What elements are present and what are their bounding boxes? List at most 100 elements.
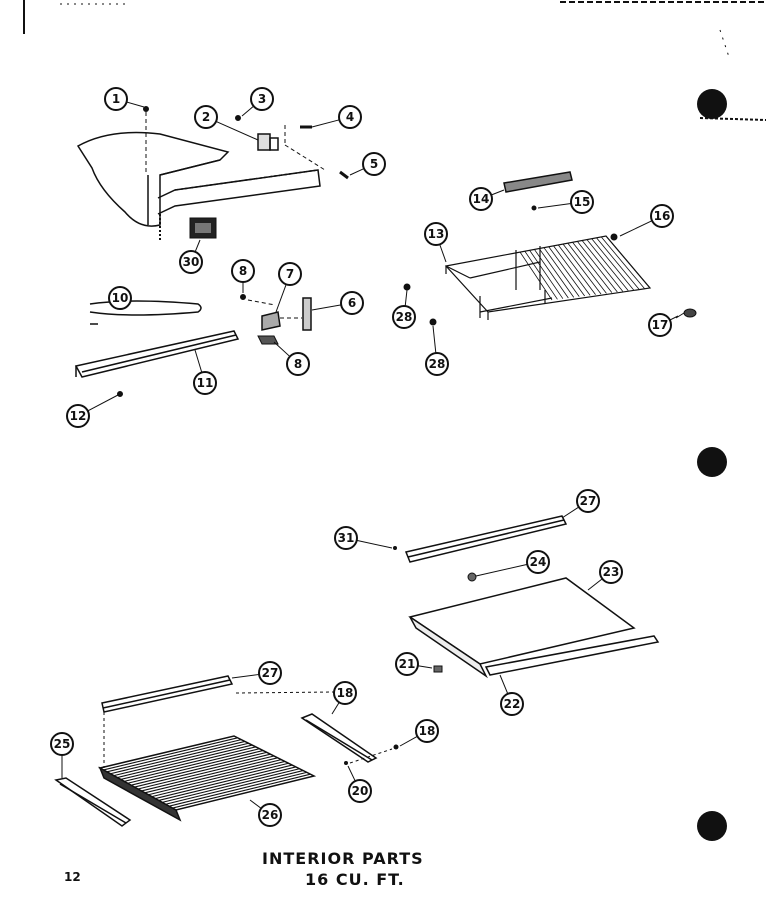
callout-10: 10 [108,286,132,310]
callout-number: 5 [370,157,378,171]
callout-balloon [424,222,448,246]
wire-rod [557,244,596,295]
callout-2: 2 [194,105,218,129]
callout-number: 25 [54,737,71,751]
callout-26: 26 [258,803,282,827]
callout-balloon [392,305,416,329]
callout-16: 16 [650,204,674,228]
callout-balloon [333,681,357,705]
leader-line [249,799,262,809]
callout-20: 20 [348,779,372,803]
callout-balloon [108,286,132,310]
callout-number: 13 [428,227,445,241]
callout-number: 26 [262,808,279,822]
callout-balloon [425,352,449,376]
cabinet-corner-part [76,131,230,227]
tray-rib [113,742,249,777]
callout-balloon [231,259,255,283]
tray-rib [148,760,286,796]
callout-7: 7 [278,262,302,286]
callout-number: 8 [294,357,302,371]
callout-number: 24 [530,555,547,569]
leader-line [194,349,203,373]
callout-balloon [469,187,493,211]
callout-27: 27 [258,661,282,685]
wire-rod [577,241,618,293]
leader-line [499,674,509,695]
wire-rod [572,241,613,293]
wire-rod [586,239,629,291]
callout-number: 21 [399,657,416,671]
tray-rib [155,764,293,800]
callout-number: 27 [262,666,279,680]
assembly-leaders-lower [103,691,393,768]
bracket-7-part [261,311,281,331]
callout-balloon [50,732,74,756]
callout-balloon [340,291,364,315]
wire-rod [562,243,602,295]
callout-number: 6 [348,296,356,310]
callout-27: 27 [576,489,600,513]
callout-balloon [286,352,310,376]
gasket-strip-part [89,300,202,316]
callout-5: 5 [362,152,386,176]
grille-tray-26 [97,735,317,822]
shelf-clip-24 [467,572,477,582]
leader-line [331,702,340,715]
callout-balloon [193,371,217,395]
tray-rib [130,751,267,786]
callout-balloon [194,105,218,129]
callout-number: 14 [473,192,490,206]
callout-leader-lines [61,101,679,809]
leader-line [356,539,393,549]
side-rail-18 [300,713,378,763]
leader-line [215,120,259,141]
callout-balloon [570,190,594,214]
leader-line [273,341,291,357]
shelf-support-bar [74,330,240,378]
page-number: 12 [64,870,81,884]
wire-rod [591,238,634,291]
leader-line [399,735,418,747]
tray-rib [106,739,242,773]
callout-22: 22 [500,692,524,716]
crisper-cover-bracket [157,169,321,240]
leader-line [491,189,505,196]
side-rail-25 [54,777,132,827]
tray-rib [172,773,311,809]
wire-rod [605,235,651,289]
callout-balloon [66,404,90,428]
wire-shelf-rods [519,235,651,301]
leader-line [475,563,528,577]
callout-number: 2 [202,110,210,124]
tray-rib [162,768,300,803]
callout-number: 17 [652,318,669,332]
callout-8: 8 [286,352,310,376]
binder-hole [697,89,727,119]
tray-rib [134,753,271,788]
callout-18: 18 [333,681,357,705]
wire-rod [534,249,569,299]
tray-rib [137,755,275,790]
callout-number: 16 [654,209,671,223]
wire-rod [567,242,607,294]
callout-balloon [526,550,550,574]
tray-rib [141,757,278,792]
callout-25: 25 [50,732,74,756]
callout-number: 28 [429,357,446,371]
trim-strip-27-upper [404,515,568,563]
callout-number: 27 [580,494,597,508]
leader-line [241,105,254,117]
callout-balloon [395,652,419,676]
wire-rod [553,245,591,296]
callout-balloon [258,661,282,685]
tray-rib [158,766,296,801]
callout-number: 23 [603,565,620,579]
callout-balloon [348,779,372,803]
callout-21: 21 [395,652,419,676]
shelf-clip-21 [433,665,443,673]
wire-rod [524,250,558,300]
callout-17: 17 [648,313,672,337]
leader-line [87,394,119,412]
callout-8: 8 [231,259,255,283]
